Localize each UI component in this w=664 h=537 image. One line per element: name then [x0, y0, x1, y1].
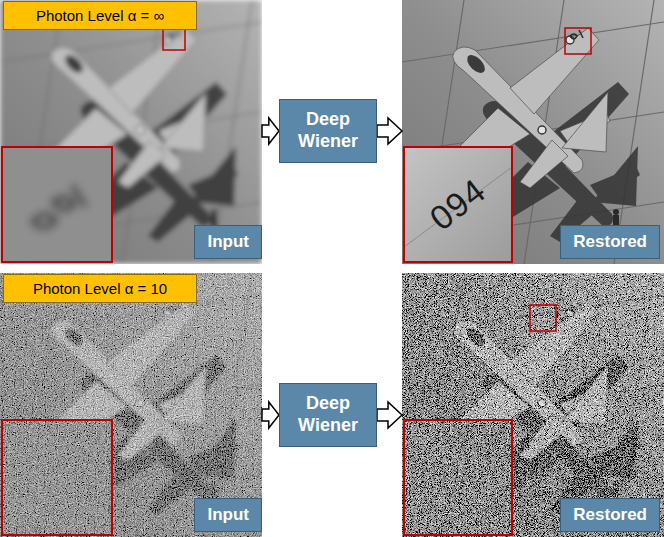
label-holder: 094 — [404, 147, 512, 262]
block-arrow — [377, 118, 402, 144]
panel-label: Restored — [560, 225, 660, 259]
panel-label: Input — [194, 498, 262, 532]
panel-label: Restored — [560, 498, 660, 532]
process-box: Deep Wiener — [279, 383, 377, 447]
block-arrow — [262, 118, 279, 144]
image-panel: Input Photon Level α = ∞ — [0, 0, 262, 264]
panel-label: Input — [194, 225, 262, 259]
block-arrow — [262, 402, 279, 428]
process-box: Deep Wiener — [279, 99, 377, 163]
box-label: Photon Level α = ∞ — [36, 7, 164, 24]
box-label: Photon Level α = 10 — [33, 280, 167, 297]
block-arrow — [377, 402, 402, 428]
photon-level-tag: Photon Level α = ∞ — [3, 1, 197, 30]
photon-level-tag: Photon Level α = 10 — [3, 274, 197, 303]
image-panel: Restored — [402, 273, 664, 537]
box-label: Deep Wiener — [288, 393, 368, 436]
box-label: Deep Wiener — [288, 109, 368, 152]
image-panel: Input Photon Level α = 10 — [0, 273, 262, 537]
plane-number: 094 — [422, 171, 493, 239]
